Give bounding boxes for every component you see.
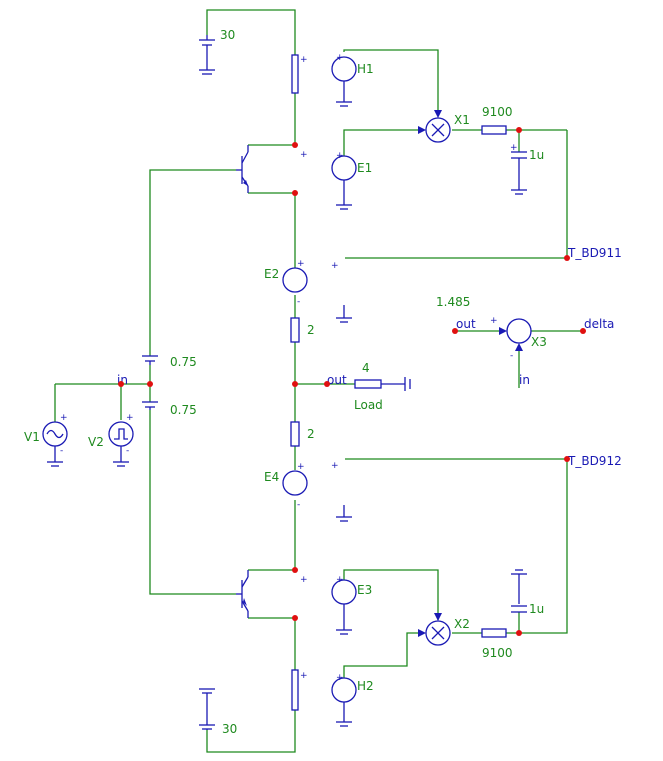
source-h2: + H2 bbox=[331, 673, 374, 727]
svg-text:+: + bbox=[336, 673, 344, 683]
net-t-bd912: T_BD912 bbox=[567, 454, 622, 468]
svg-text:+: + bbox=[300, 55, 308, 65]
net-in-x3: in bbox=[519, 373, 530, 387]
junction-nodes bbox=[118, 127, 586, 636]
resistor-emitter-top-label: 2 bbox=[307, 323, 315, 337]
multiplier-x1-label: X1 bbox=[454, 113, 470, 127]
source-e2: + - E2 bbox=[264, 259, 308, 307]
wires bbox=[55, 9, 583, 753]
resistor-filter-bottom-label: 9100 bbox=[482, 646, 513, 660]
fuse-top: + bbox=[291, 54, 308, 94]
capacitor-top: + 1u bbox=[510, 143, 544, 195]
battery-bias-top: 0.75 bbox=[142, 355, 197, 369]
load-name: Load bbox=[354, 398, 383, 412]
resistor-emitter-bottom-label: 2 bbox=[307, 427, 315, 441]
svg-text:+: + bbox=[126, 413, 134, 423]
svg-text:-: - bbox=[510, 351, 513, 361]
svg-text:+: + bbox=[300, 150, 308, 160]
resistor-emitter-top: 2 bbox=[290, 317, 315, 343]
resistor-load: 4 Load bbox=[354, 361, 411, 412]
summer-x3: + - X3 1.485 bbox=[436, 295, 547, 361]
svg-text:+: + bbox=[297, 259, 305, 269]
load-value: 4 bbox=[362, 361, 370, 375]
battery-top: 30 bbox=[199, 28, 235, 75]
svg-text:+: + bbox=[60, 413, 68, 423]
fuse-bottom: + bbox=[291, 669, 308, 711]
svg-text:+: + bbox=[490, 316, 498, 326]
source-v2-pulse: + - V2 bbox=[88, 413, 134, 467]
svg-text:+: + bbox=[336, 575, 344, 585]
resistor-filter-bottom: 9100 bbox=[481, 628, 513, 660]
capacitor-bottom: 1u bbox=[511, 569, 544, 616]
multiplier-x2-label: X2 bbox=[454, 617, 470, 631]
battery-bias-bottom-label: 0.75 bbox=[170, 403, 197, 417]
battery-bias-top-label: 0.75 bbox=[170, 355, 197, 369]
svg-text:+: + bbox=[510, 143, 518, 153]
transistor-pnp-bottom bbox=[236, 570, 249, 618]
source-h1-label: H1 bbox=[357, 62, 374, 76]
capacitor-top-label: 1u bbox=[529, 148, 544, 162]
net-t-bd911: T_BD911 bbox=[567, 246, 622, 260]
source-e1: + E1 bbox=[331, 151, 372, 210]
offset-label: 1.485 bbox=[436, 295, 470, 309]
net-out: out bbox=[327, 373, 347, 387]
multiplier-x2: X2 bbox=[418, 613, 470, 646]
svg-text:-: - bbox=[60, 446, 63, 456]
source-e3-label: E3 bbox=[357, 583, 372, 597]
battery-bottom-label: 30 bbox=[222, 722, 237, 736]
svg-text:+: + bbox=[331, 461, 339, 471]
source-v2-label: V2 bbox=[88, 435, 104, 449]
svg-text:+: + bbox=[300, 671, 308, 681]
source-e1-label: E1 bbox=[357, 161, 372, 175]
transistor-npn-top bbox=[236, 145, 249, 193]
resistor-emitter-bottom: 2 bbox=[290, 421, 315, 447]
multiplier-x1: X1 bbox=[418, 110, 470, 143]
svg-text:-: - bbox=[297, 500, 300, 510]
e4-sense: + bbox=[331, 461, 352, 522]
capacitor-bottom-label: 1u bbox=[529, 602, 544, 616]
battery-top-label: 30 bbox=[220, 28, 235, 42]
svg-text:+: + bbox=[300, 575, 308, 585]
source-e4-label: E4 bbox=[264, 470, 279, 484]
svg-text:+: + bbox=[336, 53, 344, 63]
source-v1-sine: + - V1 bbox=[24, 413, 68, 467]
net-delta: delta bbox=[584, 317, 614, 331]
battery-bottom: 30 bbox=[199, 688, 237, 736]
resistor-filter-top-label: 9100 bbox=[482, 105, 513, 119]
svg-text:-: - bbox=[297, 297, 300, 307]
summer-x3-label: X3 bbox=[531, 335, 547, 349]
e2-sense: + bbox=[331, 261, 352, 323]
svg-text:+: + bbox=[331, 261, 339, 271]
net-out-x3: out bbox=[456, 317, 476, 331]
svg-text:+: + bbox=[336, 151, 344, 161]
resistor-filter-top: 9100 bbox=[481, 105, 513, 135]
source-h2-label: H2 bbox=[357, 679, 374, 693]
net-in: in bbox=[117, 373, 128, 387]
svg-text:+: + bbox=[297, 462, 305, 472]
source-h1: + H1 bbox=[331, 53, 374, 107]
source-e4: + - E4 bbox=[264, 462, 308, 510]
battery-bias-bottom: 0.75 bbox=[142, 401, 197, 417]
source-v1-label: V1 bbox=[24, 430, 40, 444]
svg-text:-: - bbox=[126, 446, 129, 456]
source-e2-label: E2 bbox=[264, 267, 279, 281]
source-e3: + E3 bbox=[331, 575, 372, 635]
